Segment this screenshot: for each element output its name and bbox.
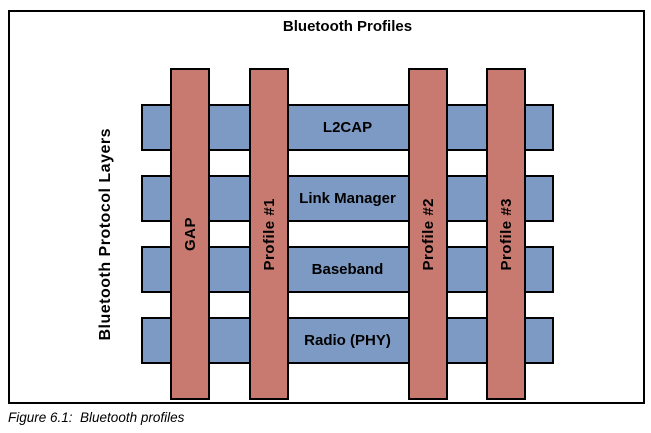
- layer-label-l2cap: L2CAP: [322, 119, 373, 136]
- profile-label-gap: GAP: [181, 216, 199, 251]
- profile-bar-2: Profile #2: [408, 68, 448, 400]
- layer-label-link-manager: Link Manager: [299, 190, 396, 207]
- profile-label-3: Profile #3: [497, 197, 515, 271]
- profile-bar-1: Profile #1: [249, 68, 289, 400]
- protocol-layers-axis-label-text: Bluetooth Protocol Layers: [97, 127, 114, 341]
- profile-label-1: Profile #1: [260, 197, 278, 271]
- layer-label-baseband: Baseband: [311, 261, 384, 278]
- figure-border: Bluetooth Profiles Bluetooth Protocol La…: [8, 10, 645, 404]
- profile-bar-gap: GAP: [170, 68, 210, 400]
- profile-bar-3: Profile #3: [486, 68, 526, 400]
- figure-title: Bluetooth Profiles: [282, 18, 413, 35]
- protocol-layers-axis-label: Bluetooth Protocol Layers: [88, 104, 124, 364]
- profile-label-2: Profile #2: [419, 197, 437, 271]
- layer-label-radio-phy: Radio (PHY): [304, 332, 391, 349]
- figure-caption: Figure 6.1: Bluetooth profiles: [8, 410, 185, 425]
